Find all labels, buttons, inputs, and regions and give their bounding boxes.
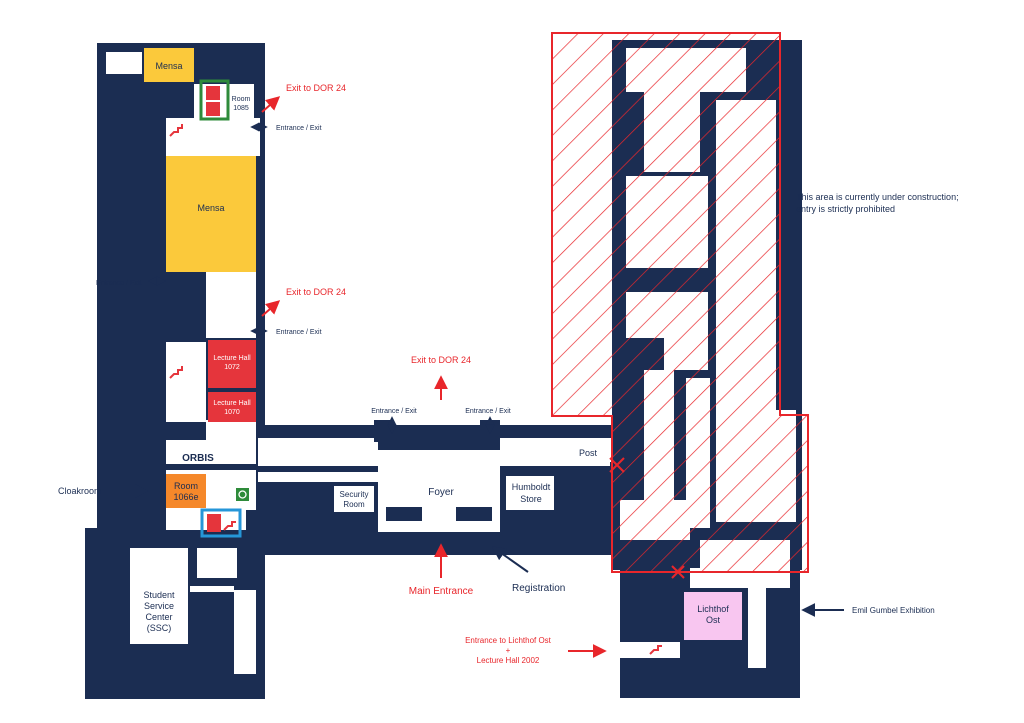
- arrow-icon: [491, 546, 529, 573]
- arrow-icon: [261, 300, 281, 317]
- entrance-exit-label-3: Entrance / Exit: [276, 329, 322, 336]
- left-wing-floor: [106, 52, 260, 674]
- construction-note-line-2: entry is strictly prohibited: [796, 204, 895, 214]
- exit-dor-label-1: Exit to DOR 24: [286, 83, 346, 93]
- emil-exhibition-label: Emil Gumbel Exhibition: [852, 606, 935, 615]
- room-1066e-label-1: Room: [174, 481, 198, 491]
- construction-note-line-1: This area is currently under constructio…: [796, 192, 959, 202]
- restroom-icon: [199, 79, 230, 121]
- lichthof-label-1: Lichthof: [697, 604, 729, 614]
- ssc-label-4: (SSC): [147, 623, 172, 633]
- ssc-label-1: Student: [143, 590, 175, 600]
- foyer-label: Foyer: [428, 487, 454, 498]
- entrance-exit-label-2: Entrance / Exit: [96, 280, 142, 287]
- room-lichthof-ost[interactable]: [684, 592, 742, 640]
- security-label-1: Security: [340, 490, 369, 499]
- humboldt-label-2: Store: [520, 494, 542, 504]
- main-entrance-label: Main Entrance: [409, 586, 474, 597]
- stairs-icon: [649, 645, 662, 655]
- room-mensa-main[interactable]: [166, 156, 256, 272]
- stairs-icon: [169, 124, 183, 137]
- lichthof-entrance-label-3: Lecture Hall 2002: [477, 656, 540, 665]
- humboldt-label-1: Humboldt: [512, 482, 551, 492]
- room-1085-label-2: 1085: [233, 105, 249, 112]
- arrow-icon: [261, 96, 281, 113]
- registration-label: Registration: [512, 583, 565, 594]
- ssc-label-3: Center: [145, 612, 172, 622]
- cloakroom-label: Cloakroom: [58, 486, 102, 496]
- room-1066e[interactable]: [166, 474, 206, 508]
- ssc-label-2: Service: [144, 601, 174, 611]
- entrance-exit-label-5: Entrance / Exit: [465, 408, 511, 415]
- orbis-label: ORBIS: [182, 453, 214, 464]
- post-label: Post: [579, 448, 598, 458]
- lecture-1072-label-2: 1072: [224, 364, 240, 371]
- room-1066e-label-2: 1066e: [173, 492, 198, 502]
- accessible-icon: [236, 488, 249, 501]
- entrance-exit-label-4: Entrance / Exit: [371, 408, 417, 415]
- room-post[interactable]: [568, 444, 608, 462]
- room-lecture-1070[interactable]: [208, 392, 256, 422]
- lichthof-entrance-label-2: +: [506, 646, 511, 655]
- lecture-1070-label-2: 1070: [224, 409, 240, 416]
- entrance-exit-label-1: Entrance / Exit: [276, 125, 322, 132]
- elevator-icon: [200, 508, 242, 538]
- mensa-main-label: Mensa: [197, 203, 224, 213]
- lecture-1070-label-1: Lecture Hall: [213, 400, 251, 407]
- security-label-2: Room: [343, 500, 365, 509]
- lecture-1072-label-1: Lecture Hall: [213, 355, 251, 362]
- stairs-icon: [169, 366, 183, 379]
- construction-cross-marks: [609, 457, 685, 579]
- exit-dor-label-2: Exit to DOR 24: [286, 287, 346, 297]
- mensa-top-label: Mensa: [155, 61, 182, 71]
- room-mensa-top[interactable]: [144, 48, 194, 82]
- construction-zone: [551, 32, 809, 573]
- room-lecture-1072[interactable]: [208, 340, 256, 388]
- lichthof-entrance-label-1: Entrance to Lichthof Ost: [465, 636, 552, 645]
- room-1085-label-1: Room: [232, 96, 251, 103]
- exit-dor-label-3: Exit to DOR 24: [411, 355, 471, 365]
- lichthof-label-2: Ost: [706, 615, 721, 625]
